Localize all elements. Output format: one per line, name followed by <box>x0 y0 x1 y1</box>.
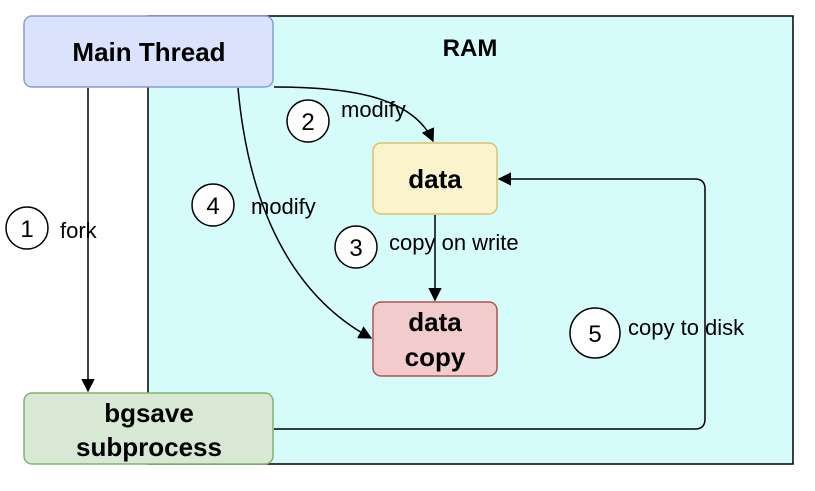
edge-copy-to-disk-label: copy to disk <box>628 315 745 340</box>
step-1-number: 1 <box>20 216 33 243</box>
bgsave-label-line1: bgsave <box>104 398 194 428</box>
step-4-circle <box>191 183 235 227</box>
edge-copy-on-write-label: copy on write <box>389 230 519 255</box>
ram-label: RAM <box>443 35 498 62</box>
step-3-number: 3 <box>349 235 362 262</box>
data-label: data <box>408 164 462 194</box>
main-thread-node <box>23 15 274 88</box>
edge-copy-to-disk <box>274 172 706 430</box>
data-copy-label-line1: data <box>408 307 462 337</box>
data-node <box>372 142 498 215</box>
step-3-circle <box>334 225 378 269</box>
edge-modify-copy-label: modify <box>251 194 316 219</box>
step-5-number: 5 <box>588 321 601 348</box>
step-1-circle <box>5 206 49 250</box>
bgsave-label-line2: subprocess <box>76 432 222 462</box>
edge-fork-label: fork <box>60 218 98 243</box>
step-5-circle <box>569 307 621 359</box>
bgsave-node <box>23 392 274 465</box>
data-copy-node <box>372 301 498 377</box>
edge-modify-data-label: modify <box>341 97 406 122</box>
edge-modify-copy <box>237 87 373 339</box>
main-thread-label: Main Thread <box>72 37 225 67</box>
edge-modify-data <box>273 86 435 143</box>
step-2-circle <box>286 99 330 143</box>
step-4-number: 4 <box>206 193 219 220</box>
data-copy-label-line2: copy <box>405 342 466 372</box>
ram-region <box>147 15 794 465</box>
step-2-number: 2 <box>301 109 314 136</box>
